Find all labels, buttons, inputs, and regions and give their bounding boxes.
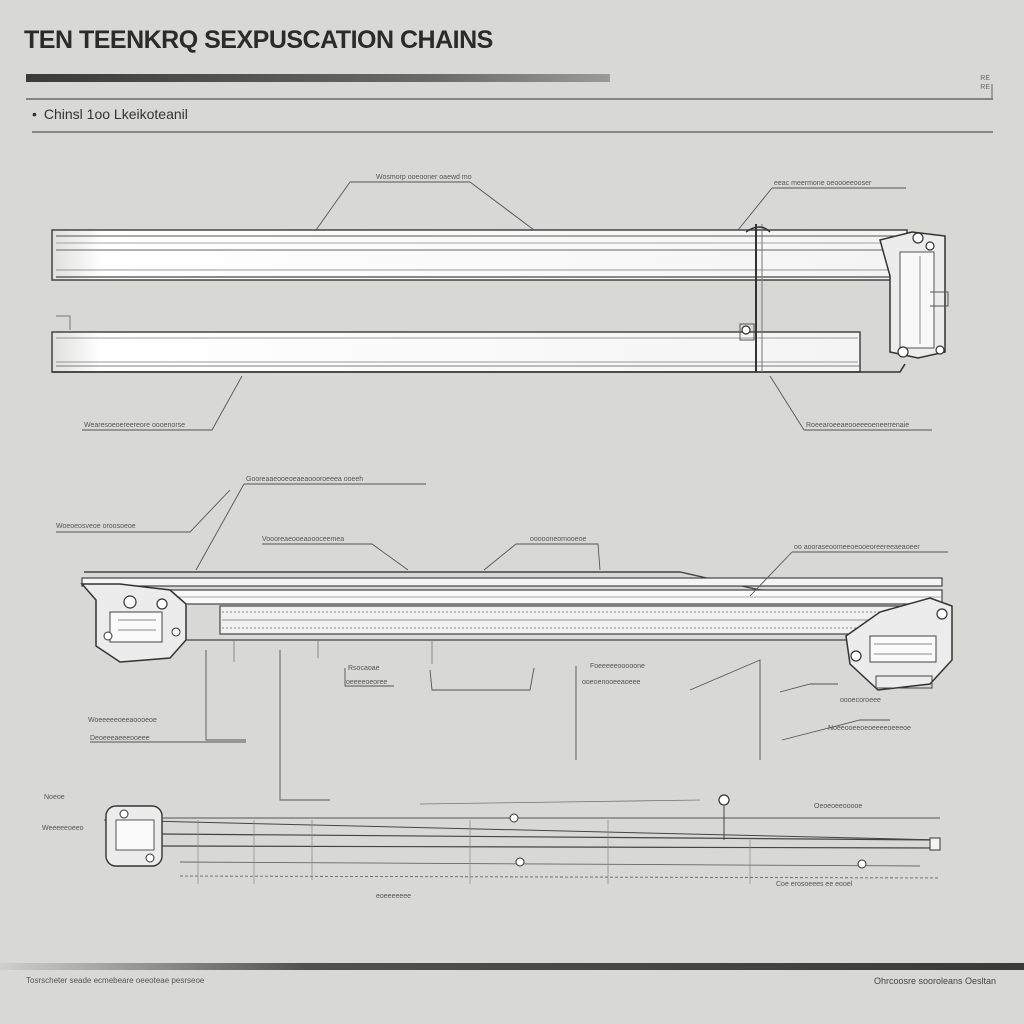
subtitle-text: Chinsl 1oo Lkeikoteanil (43, 106, 188, 122)
annotation-a: Rsocaoae (348, 665, 380, 672)
label-top-left: Wosmorp ooeooner oaewd mo (376, 174, 472, 181)
corner-ref-line-1: RE (980, 75, 990, 82)
label-mid-right: Roeearoeeaeooeeeoeneerrenaie (806, 422, 909, 429)
annotation-m: eoeeeeeee (376, 893, 411, 900)
label-lower-center-a: Voooreaeooeaoooceemea (262, 536, 344, 543)
leader-lines-middle (56, 483, 948, 801)
leader-lines-top (82, 181, 932, 431)
footer-bar (0, 963, 1024, 970)
header-bar (26, 74, 610, 82)
corner-ref-line-2: RE (980, 84, 990, 91)
lower-assembly (103, 794, 941, 884)
annotation-i: Noeoe (44, 794, 65, 801)
page-title: TEN TEENKRQ SEXPUSCATION CHAINS (24, 26, 493, 54)
annotation-h: Noeeooeeoeoeeeeoeeeoe (828, 725, 911, 732)
annotation-e: oooecoroeee (840, 697, 881, 704)
bullet-icon: • (32, 106, 37, 122)
annotation-k: Oeoeoeeooooe (814, 803, 862, 810)
annotation-j: Weeeeeoeeo (42, 825, 84, 832)
annotation-g: Deoeeeaeeeooeee (90, 735, 150, 742)
label-mid-left: Wearesoeoereereore oooenorse (84, 422, 185, 429)
annotation-l: Coe erosoeees ee eooel (776, 881, 853, 888)
annotation-b: oeeeeoeoree (346, 679, 387, 686)
label-lower-left: Woeoeosveoe oroosoeoe (56, 523, 136, 530)
label-lower-top: Gooreaaeooeoeaeaoooroeeea ooeeh (246, 476, 363, 483)
top-assembly (51, 224, 949, 373)
label-top-right: eeac meermone oeoooeeooser (774, 180, 872, 187)
label-lower-right: oo aooraseoomeeoeooeoreereeaeaoeer (794, 544, 920, 551)
annotation-f: Woeeeeeoeeaoooeoe (88, 717, 157, 724)
annotation-d: ooeoenooeeaoeee (582, 679, 641, 686)
annotation-c: Foeeeeeooooone (590, 663, 645, 670)
middle-assembly (80, 571, 953, 691)
subtitle: • Chinsl 1oo Lkeikoteanil (32, 106, 188, 122)
footer-right-text: Ohrcoosre sooroleans Oesltan (873, 976, 996, 986)
corner-reference: RE RE (980, 74, 990, 92)
label-lower-center-b: oooooneomooeoe (530, 536, 587, 543)
footer-left-text: Tosrscheter seade ecmebeare oeeoteae pes… (26, 976, 205, 985)
